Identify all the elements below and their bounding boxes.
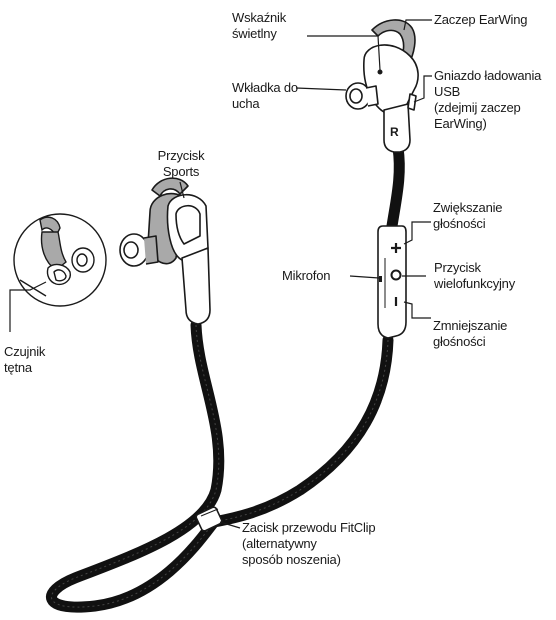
right-earbud bbox=[346, 20, 418, 152]
fitclip-label: Zacisk przewodu FitClip (alternatywny sp… bbox=[242, 520, 375, 568]
sports-button-label: Przycisk Sports bbox=[150, 148, 212, 180]
microphone-label: Mikrofon bbox=[282, 268, 330, 284]
volume-down-label: Zmniejszanie głośności bbox=[433, 318, 507, 350]
inline-remote bbox=[378, 226, 406, 338]
heart-rate-detail bbox=[14, 214, 106, 306]
ear-tip-label: Wkładka do ucha bbox=[232, 80, 298, 112]
earwing-hook-label: Zaczep EarWing bbox=[434, 12, 527, 28]
volume-up-label: Zwiększanie głośności bbox=[433, 200, 502, 232]
right-ear-marking: R bbox=[390, 124, 398, 140]
left-earbud bbox=[120, 178, 210, 324]
multifunction-button-label: Przycisk wielofunkcyjny bbox=[434, 260, 515, 292]
usb-port-label: Gniazdo ładowania USB (zdejmij zaczep Ea… bbox=[434, 68, 541, 132]
heart-rate-sensor-label: Czujnik tętna bbox=[4, 344, 45, 376]
indicator-light-label: Wskaźnik świetlny bbox=[232, 10, 286, 42]
